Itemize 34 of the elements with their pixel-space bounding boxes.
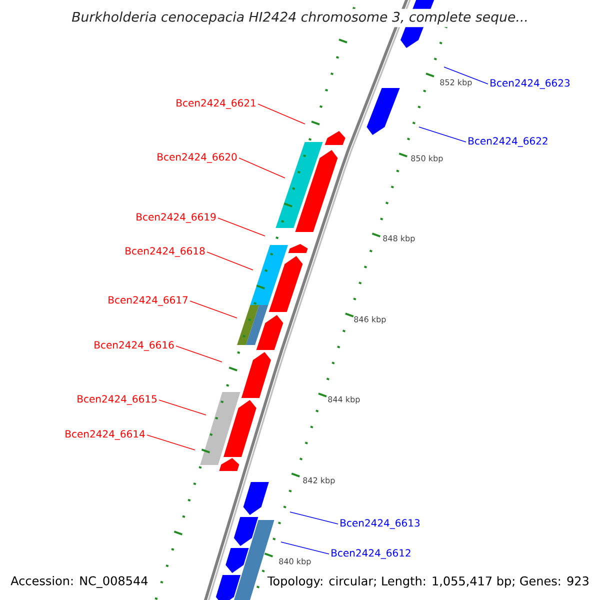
gene-label: Bcen2424_6613 (340, 519, 420, 529)
gene-label: Bcen2424_6614 (66, 430, 145, 440)
leader-line (290, 512, 338, 524)
gene-label: Bcen2424_6615 (78, 395, 156, 405)
gene-label: Bcen2424_6618 (126, 247, 205, 257)
leader-line (258, 104, 306, 124)
scale-label: 852 kbp (440, 79, 472, 87)
leader-line (444, 66, 488, 84)
scale-label: 840 kbp (279, 558, 311, 566)
scale-label: 846 kbp (354, 316, 386, 324)
leader-line (190, 300, 238, 318)
accession-text: Accession: NC_008544 (10, 576, 148, 588)
leader-line (206, 252, 254, 270)
leader-line (176, 346, 222, 362)
leader-line (238, 158, 286, 178)
leader-line (280, 542, 330, 554)
gene-label: Bcen2424_6616 (94, 341, 174, 351)
leader-line (218, 218, 266, 236)
gene-label: Bcen2424_6617 (108, 296, 188, 306)
gene-label: Bcen2424_6623 (490, 79, 570, 89)
leader-line (146, 434, 196, 450)
scale-label: 848 kbp (383, 235, 415, 243)
leader-line (418, 126, 466, 142)
summary-text: Topology: circular; Length: 1,055,417 bp; Genes: 923 (267, 576, 588, 588)
gene-label: Bcen2424_6620 (158, 153, 237, 163)
title: Burkholderia cenocepacia HI2424 chromosome 3, complete seque... (68, 8, 532, 28)
gene-label: Bcen2424_6612 (332, 549, 410, 559)
gene-label: Bcen2424_6619 (136, 213, 216, 223)
leader-line (158, 400, 206, 416)
scale-label: 850 kbp (411, 155, 443, 163)
scale-label: 842 kbp (303, 477, 335, 485)
gene-label: Bcen2424_6621 (176, 99, 256, 109)
scale-label: 844 kbp (328, 396, 360, 404)
gene-label: Bcen2424_6622 (468, 137, 548, 147)
